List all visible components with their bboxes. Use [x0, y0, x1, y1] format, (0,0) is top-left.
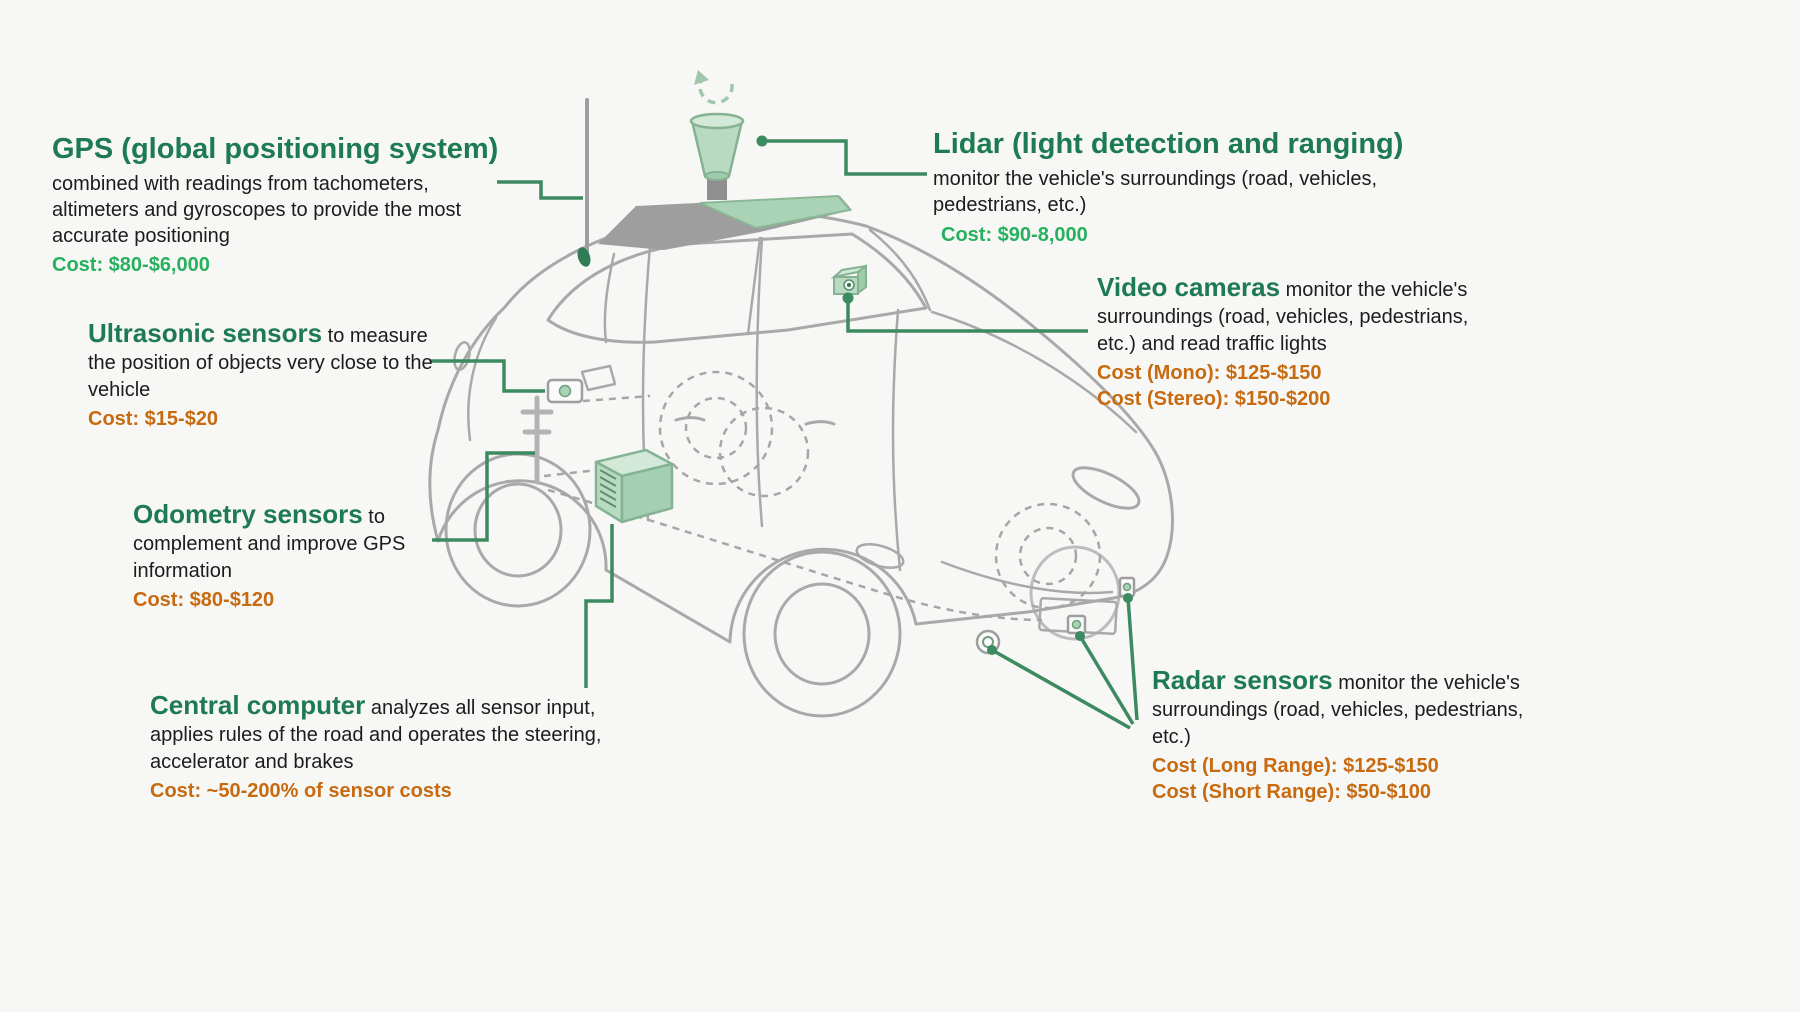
gps-antenna	[577, 247, 591, 267]
camera-unit	[830, 264, 867, 295]
radar-cost-long: Cost (Long Range): $125-$150	[1152, 755, 1439, 778]
lidar-description: monitor the vehicle's surroundings (road…	[933, 168, 1378, 216]
odometry-label-block: Odometry sensors to complement and impro…	[133, 497, 448, 613]
radar-connector-line-2	[1078, 635, 1135, 725]
lidar-unit	[689, 112, 745, 181]
radar-cost-short: Cost (Short Range): $50-$100	[1152, 781, 1431, 804]
central-computer-title: Central computer	[150, 690, 366, 720]
connector-dots	[756, 135, 1133, 655]
ultrasonic-title: Ultrasonic sensors	[88, 318, 323, 348]
lidar-cost: Cost: $90-8,000	[941, 223, 1088, 246]
computer-connector-line	[584, 524, 614, 688]
video-cameras-description: monitor the vehicle's surroundings (road…	[1097, 279, 1469, 355]
gps-title: GPS (global positioning system)	[52, 133, 499, 165]
video-cameras-cost-mono: Cost (Mono): $125-$150	[1097, 362, 1322, 385]
gps-cost: Cost: $80-$6,000	[52, 254, 210, 277]
lidar-connector-line	[764, 139, 927, 176]
roof-mount	[598, 178, 852, 250]
ultrasonic-label-block: Ultrasonic sensors to measure the positi…	[88, 316, 438, 432]
video-cameras-title: Video cameras	[1097, 272, 1281, 302]
radar-title: Radar sensors	[1152, 665, 1333, 695]
odometry-cost: Cost: $80-$120	[133, 589, 275, 612]
gps-label-block: GPS (global positioning system) combined…	[52, 133, 507, 278]
odometry-title: Odometry sensors	[133, 499, 363, 529]
radar-label-block: Radar sensors monitor the vehicle's surr…	[1152, 663, 1537, 805]
car-body	[428, 209, 1174, 718]
radar-connector-line-3	[1126, 597, 1139, 721]
gps-description: combined with readings from tachometers,…	[52, 173, 462, 247]
radar-sensor-units	[975, 576, 1136, 655]
ultrasonic-description: to measure the position of objects very …	[88, 325, 433, 401]
odometry-connector-line	[432, 451, 535, 542]
video-cameras-cost-stereo: Cost (Stereo): $150-$200	[1097, 388, 1331, 411]
odometry-description: to complement and improve GPS informatio…	[133, 506, 406, 582]
lidar-label-block: Lidar (light detection and ranging) moni…	[933, 128, 1418, 248]
ultrasonic-connector-line	[430, 359, 545, 393]
video-cameras-label-block: Video cameras monitor the vehicle's surr…	[1097, 270, 1507, 412]
connector-lines	[430, 139, 1139, 730]
central-computer-unit	[594, 448, 674, 524]
central-computer-cost: Cost: ~50-200% of sensor costs	[150, 780, 452, 803]
odometry-sensor-unit	[520, 395, 554, 485]
lidar-title: Lidar (light detection and ranging)	[933, 128, 1404, 160]
central-computer-description: analyzes all sensor input, applies rules…	[150, 697, 602, 773]
ultrasonic-sensor-unit	[546, 378, 584, 404]
radar-connector-line-1	[991, 648, 1131, 730]
video-connector-line	[846, 296, 1088, 333]
central-computer-label-block: Central computer analyzes all sensor inp…	[150, 688, 655, 804]
radar-description: monitor the vehicle's surroundings (road…	[1152, 672, 1524, 748]
ultrasonic-cost: Cost: $15-$20	[88, 408, 219, 431]
rotation-icon	[694, 70, 734, 105]
gps-connector-line	[497, 180, 583, 200]
